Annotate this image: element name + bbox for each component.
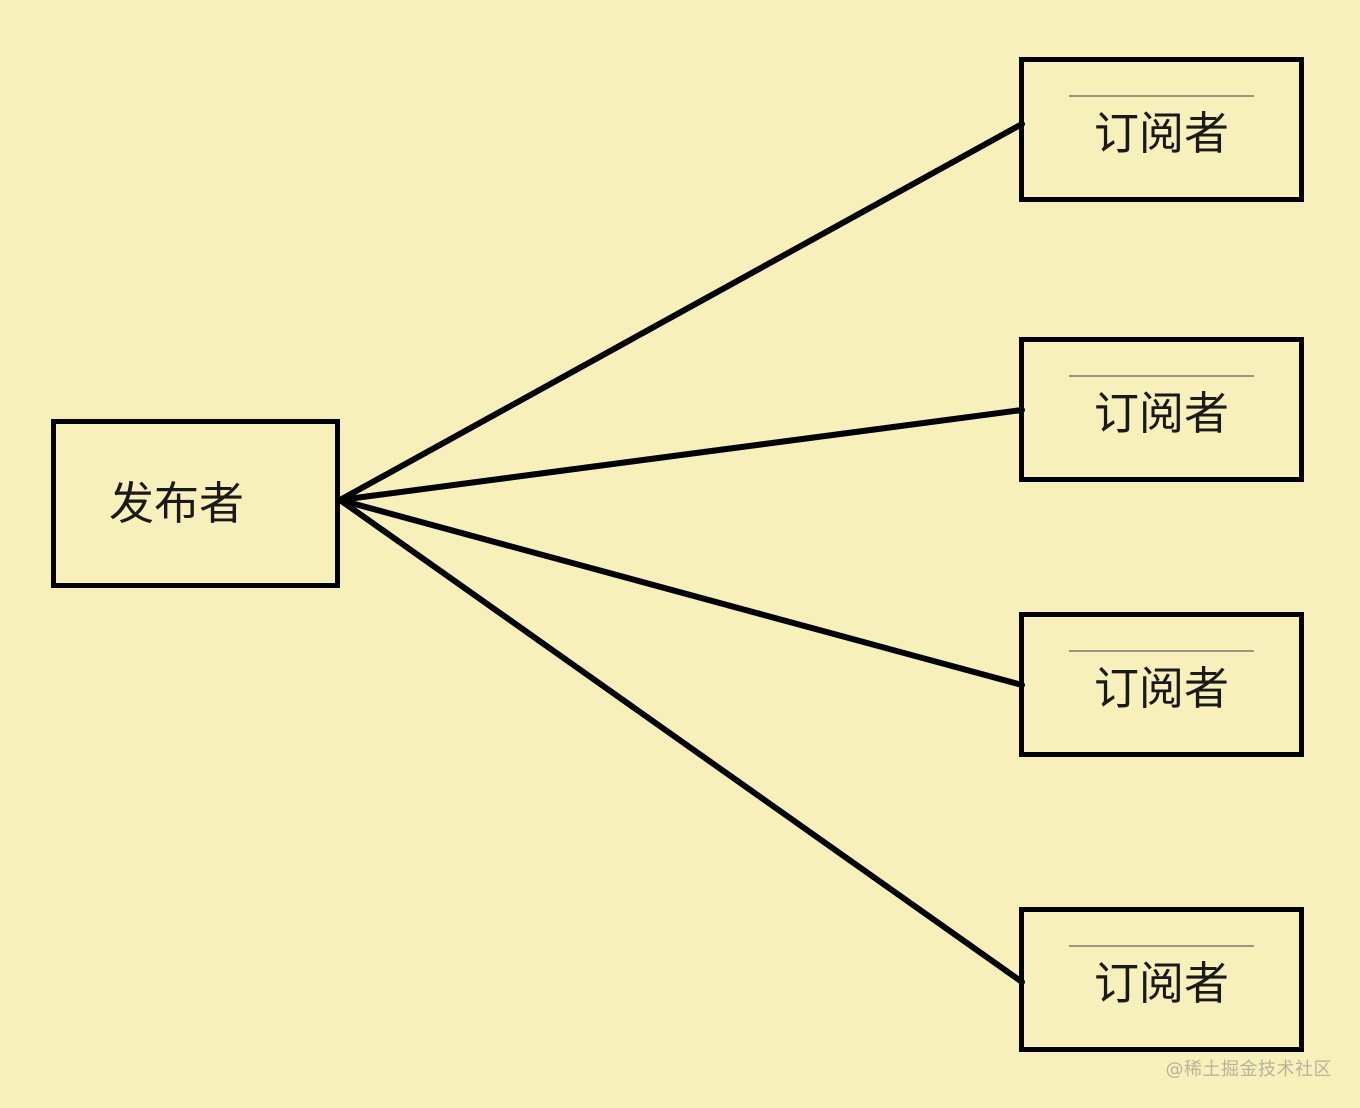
subscriber-divider — [1069, 945, 1254, 947]
subscriber-divider — [1069, 375, 1254, 377]
watermark: @稀土掘金技术社区 — [1165, 1059, 1332, 1080]
publisher-label: 发布者 — [109, 477, 245, 530]
connector-to-subscriber-3 — [337, 497, 1025, 688]
subscriber-label: 订阅者 — [1093, 107, 1229, 160]
subscriber-node-1: 订阅者 — [1019, 57, 1304, 202]
subscriber-label: 订阅者 — [1093, 387, 1229, 440]
publisher-node: 发布者 — [51, 419, 340, 588]
connector-to-subscriber-2 — [337, 407, 1025, 503]
subscriber-label: 订阅者 — [1093, 957, 1229, 1010]
subscriber-node-3: 订阅者 — [1019, 612, 1304, 757]
connector-to-subscriber-1 — [337, 121, 1025, 503]
subscriber-node-2: 订阅者 — [1019, 337, 1304, 482]
connector-to-subscriber-4 — [337, 497, 1025, 985]
subscriber-divider — [1069, 95, 1254, 97]
subscriber-node-4: 订阅者 — [1019, 907, 1304, 1052]
subscriber-divider — [1069, 650, 1254, 652]
subscriber-label: 订阅者 — [1093, 662, 1229, 715]
